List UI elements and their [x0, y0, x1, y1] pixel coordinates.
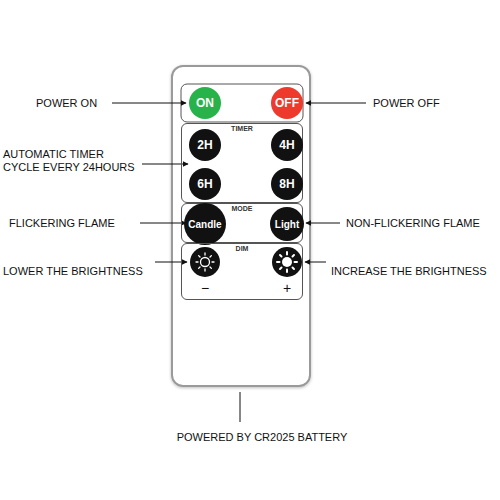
light-button: Light	[270, 207, 304, 241]
dim-down-button	[190, 247, 220, 277]
node-text: 6H	[197, 177, 212, 191]
node-text: ON	[196, 96, 214, 110]
minus-sign: −	[201, 280, 209, 296]
callout-label: POWER ON	[36, 97, 97, 110]
timer-button: 2H	[189, 129, 221, 161]
node-text: Candle	[188, 219, 221, 230]
node-text: Light	[275, 219, 299, 230]
timer-group: TIMER 2H 4H 6H 8H	[181, 123, 303, 203]
node-text: 4H	[279, 138, 294, 152]
callout-label: POWERED BY CR2025 BATTERY	[177, 431, 348, 444]
callout-label: AUTOMATIC TIMER CYCLE EVERY 24HOURS	[3, 148, 137, 173]
callout-label: LOWER THE BRIGHTNESS	[3, 265, 143, 278]
callout-label: FLICKERING FLAME	[9, 217, 115, 230]
node-text: 8H	[279, 177, 294, 191]
node-text: 2H	[197, 138, 212, 152]
power-on-button: ON	[189, 87, 221, 119]
callout-label: NON-FLICKERING FLAME	[346, 217, 480, 230]
node-text: MODE	[230, 205, 255, 212]
candle-button: Candle	[184, 203, 226, 245]
node-text: DIM	[234, 245, 251, 252]
dim-up-button	[272, 247, 302, 277]
power-off-button: OFF	[271, 87, 303, 119]
group-heading: DIM	[182, 245, 302, 252]
callout-label: POWER OFF	[373, 97, 440, 110]
node-text: TIMER	[229, 125, 255, 132]
callout-label: INCREASE THE BRIGHTNESS	[331, 265, 487, 278]
timer-button: 6H	[189, 168, 221, 200]
remote-body	[172, 66, 310, 386]
timer-button: 8H	[271, 168, 303, 200]
power-row-outline	[181, 84, 303, 122]
leader-lines	[112, 103, 366, 422]
mode-group: MODE Candle Light	[181, 203, 303, 243]
timer-button: 4H	[271, 129, 303, 161]
plus-sign: +	[283, 280, 291, 296]
node-text: OFF	[275, 96, 299, 110]
